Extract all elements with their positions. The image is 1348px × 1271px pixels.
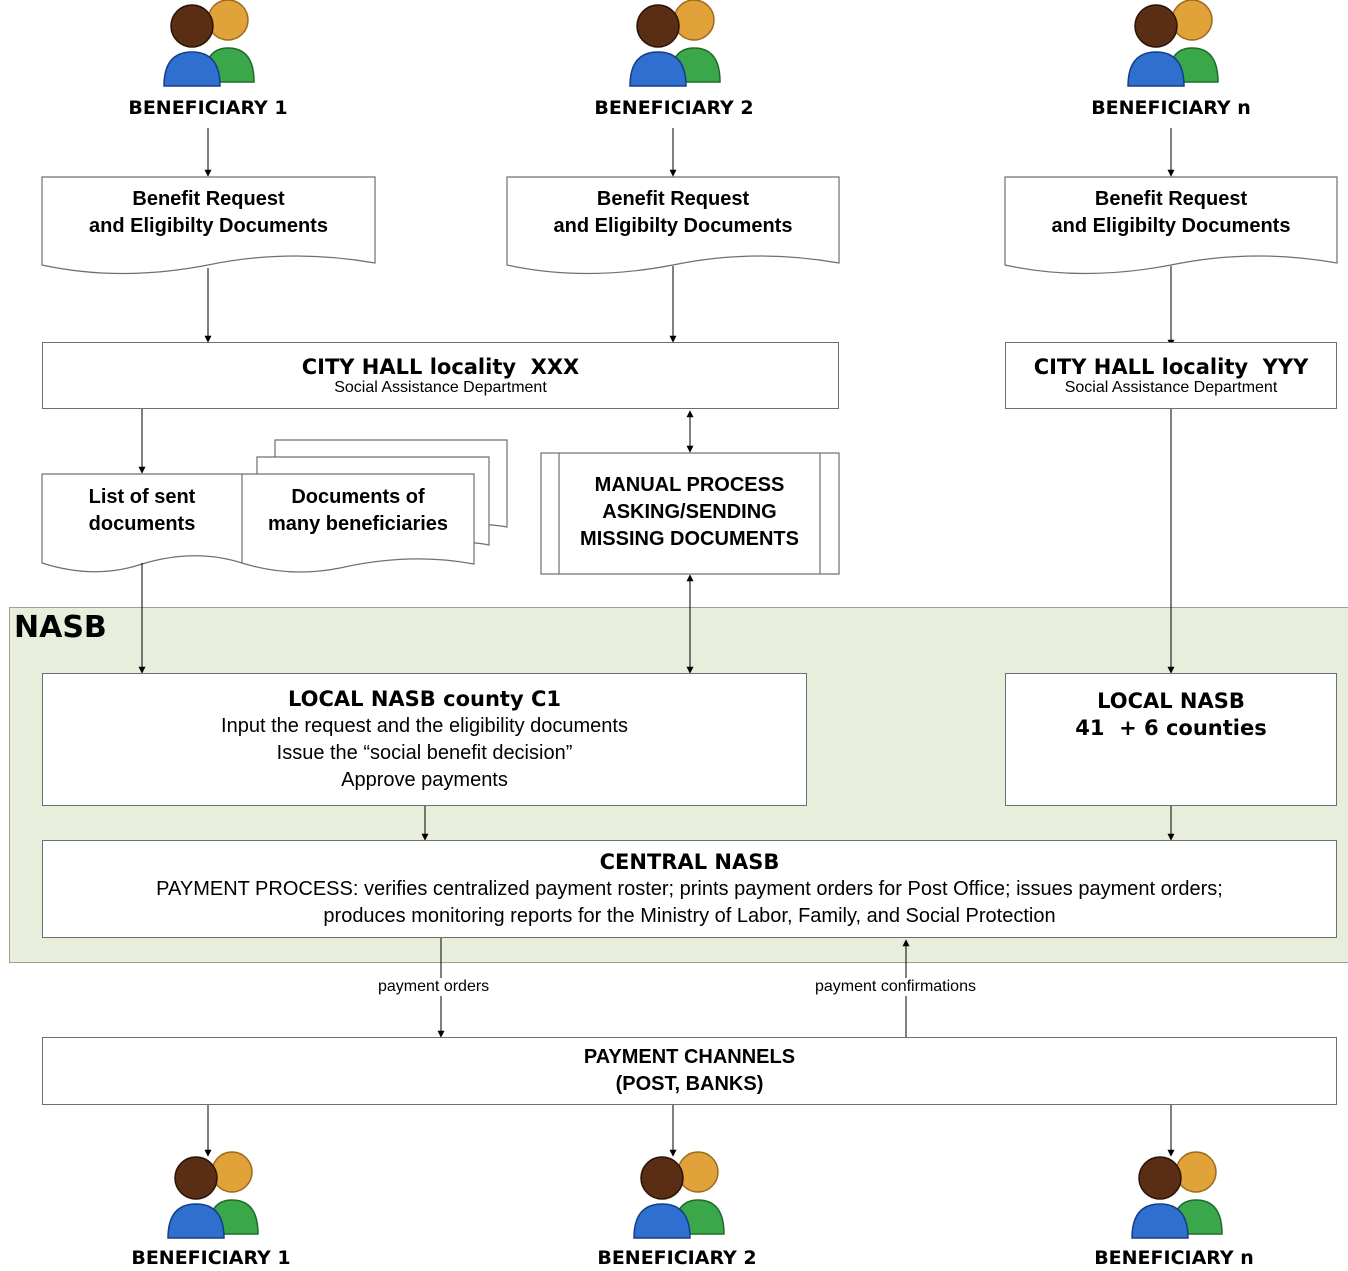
city-hall-yyy-subtitle: Social Assistance Department — [1064, 378, 1278, 396]
city-hall-xxx-title: CITY HALL locality XXX — [301, 354, 580, 379]
manual-process-line1: MANUAL PROCESS — [594, 474, 785, 496]
beneficiary-label: BENEFICIARY 1 — [131, 1247, 291, 1269]
payment-channels-box: PAYMENT CHANNELS (POST, BANKS) — [42, 1037, 1337, 1105]
local-nasb-line1: LOCAL NASB — [1097, 689, 1245, 713]
manual-process-text: MANUAL PROCESS ASKING/SENDING MISSING DO… — [559, 472, 820, 553]
central-nasb-line2: produces monitoring reports for the Mini… — [323, 904, 1056, 927]
people-icon — [167, 1151, 259, 1239]
beneficiary-label: BENEFICIARY 1 — [128, 97, 288, 119]
people-icon — [1127, 0, 1219, 87]
payment-channels-line2: (POST, BANKS) — [615, 1073, 764, 1095]
documents-many-beneficiaries: Documents of many beneficiaries — [242, 484, 474, 538]
beneficiary-label: BENEFICIARY n — [1094, 1247, 1254, 1269]
local-nasb-c1-box: LOCAL NASB county C1 Input the request a… — [42, 673, 807, 806]
local-nasb-c1-line1: Input the request and the eligibility do… — [221, 715, 628, 737]
document-shape — [41, 176, 376, 275]
benefit-request-text: Benefit Request and Eligibilty Documents — [42, 186, 375, 240]
docs-many-line2: many beneficiaries — [267, 513, 449, 535]
manual-process-line2: ASKING/SENDING — [602, 501, 777, 523]
payment-confirmations-label: payment confirmations — [811, 978, 980, 996]
benefit-request-line2: and Eligibilty Documents — [89, 215, 328, 237]
people-icon — [633, 1151, 725, 1239]
document-shape — [506, 176, 840, 275]
benefit-request-text: Benefit Request and Eligibilty Documents — [1005, 186, 1337, 240]
city-hall-xxx-box: CITY HALL locality XXX Social Assistance… — [42, 342, 839, 409]
beneficiary-label: BENEFICIARY 2 — [597, 1247, 757, 1269]
local-nasb-c1-title: LOCAL NASB county C1 — [288, 687, 561, 711]
list-sent-line2: documents — [88, 513, 196, 535]
local-nasb-c1-line3: Approve payments — [341, 769, 508, 791]
manual-process-shape — [540, 452, 840, 575]
beneficiary-label: BENEFICIARY n — [1091, 97, 1251, 119]
benefit-request-line1: Benefit Request — [132, 188, 285, 210]
list-sent-documents: List of sent documents — [42, 484, 242, 538]
people-icon — [629, 0, 721, 87]
nasb-label: NASB — [14, 610, 107, 645]
benefit-request-text: Benefit Request and Eligibilty Documents — [507, 186, 839, 240]
local-nasb-counties-box: LOCAL NASB 41 + 6 counties — [1005, 673, 1337, 806]
manual-process-line3: MISSING DOCUMENTS — [580, 528, 799, 550]
city-hall-yyy-title: CITY HALL locality YYY — [1033, 354, 1309, 379]
city-hall-yyy-box: CITY HALL locality YYY Social Assistance… — [1005, 342, 1337, 409]
central-nasb-title: CENTRAL NASB — [599, 849, 780, 874]
city-hall-xxx-subtitle: Social Assistance Department — [334, 378, 547, 396]
people-icon — [1131, 1151, 1223, 1239]
payment-channels-line1: PAYMENT CHANNELS — [583, 1046, 796, 1068]
people-icon — [163, 0, 255, 87]
document-shape — [1004, 176, 1338, 275]
central-nasb-box: CENTRAL NASB PAYMENT PROCESS: verifies c… — [42, 840, 1337, 938]
document-shape — [41, 473, 475, 573]
central-nasb-line1: PAYMENT PROCESS: verifies centralized pa… — [156, 877, 1223, 900]
payment-orders-label: payment orders — [374, 978, 494, 996]
beneficiary-label: BENEFICIARY 2 — [594, 97, 754, 119]
benefit-request-line2: and Eligibilty Documents — [553, 215, 793, 237]
local-nasb-line2: 41 + 6 counties — [1075, 716, 1267, 740]
benefit-request-line2: and Eligibilty Documents — [1051, 215, 1291, 237]
docs-many-line1: Documents of — [291, 486, 425, 508]
benefit-request-line1: Benefit Request — [1094, 188, 1248, 210]
local-nasb-c1-line2: Issue the “social benefit decision” — [276, 742, 573, 764]
benefit-request-line1: Benefit Request — [596, 188, 750, 210]
list-sent-line1: List of sent — [88, 486, 196, 508]
